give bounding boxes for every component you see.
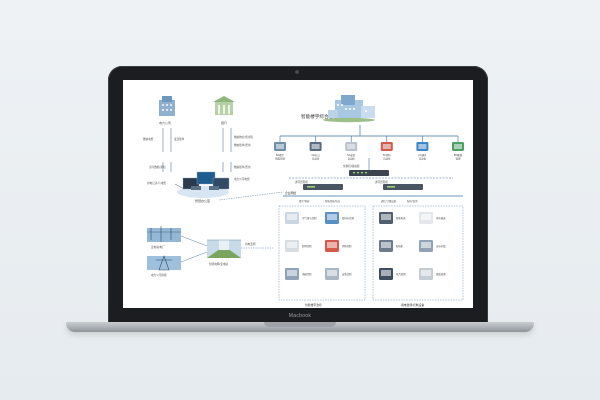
left-panel-item-5-label: 电梯控制 xyxy=(302,272,312,276)
system-3-label-1: SA安防 xyxy=(347,153,356,157)
edge-label-ul: 缴纳电费 xyxy=(143,137,154,141)
right-panel-item-3-label: 配电柜 xyxy=(396,244,404,248)
sub-right-b: 配电/监测 xyxy=(407,199,418,203)
system-diagram: 智能楼宇综合管理系统 电力公司 xyxy=(143,95,464,307)
system-4-label-2: 自动化 xyxy=(383,156,391,160)
system-1-label-2: 智能控制 xyxy=(275,156,285,160)
laptop-notch xyxy=(264,322,336,327)
left-device-panel xyxy=(278,205,366,301)
edge-label-ur: 发送账单 xyxy=(174,137,185,141)
conn-label: 用电监测 xyxy=(245,242,256,246)
bus-label: 企业网络 xyxy=(285,191,296,195)
right-panel-item-5-icon xyxy=(379,268,393,280)
system-6-label-1: EM能源 xyxy=(454,153,463,157)
power-company-icon xyxy=(159,96,175,116)
system-3-icon xyxy=(345,142,358,151)
right-panel-caption: 用电监测/控制设备 xyxy=(401,303,425,307)
office-network-link xyxy=(218,191,284,201)
substation-corridor-icon xyxy=(207,239,241,258)
right-panel-item-6-icon xyxy=(419,268,433,280)
right-panel-item-3-icon xyxy=(379,240,393,252)
system-1-icon xyxy=(274,142,286,151)
left-panel-item-3-label: 照明控制 xyxy=(302,244,312,248)
switch-label: 交换机/路由器 xyxy=(343,164,360,168)
office-label: 智慧办公室 xyxy=(195,198,210,203)
meter-label: 电力公司终端 xyxy=(151,273,167,277)
left-panel-item-4-icon xyxy=(325,240,339,252)
laptop-lid: 智能楼宇综合管理系统 电力公司 xyxy=(108,66,488,324)
gateway-right-icon xyxy=(383,184,423,190)
gateway-right-label: 通讯管理机 xyxy=(375,180,388,184)
edge-label-mid-r: 缴纳账单/费用 xyxy=(234,165,251,169)
left-panel-item-3-icon xyxy=(285,240,299,252)
camera-dot xyxy=(295,70,299,74)
power-company-label: 电力公司 xyxy=(159,120,171,125)
gateway-left-icon xyxy=(303,184,343,190)
left-panel-item-2-icon xyxy=(325,212,339,224)
diagram-title: 智能楼宇综合管理系统 xyxy=(301,113,347,120)
right-device-panel xyxy=(372,205,464,301)
brand-label: Macbook xyxy=(288,313,312,319)
system-5-icon xyxy=(416,142,429,151)
system-6-icon xyxy=(452,142,464,151)
system-6-label-2: 管理 xyxy=(456,156,461,160)
system-2-icon xyxy=(309,142,322,151)
laptop-base xyxy=(66,322,534,332)
left-panel-item-6-icon xyxy=(325,268,339,280)
right-panel-item-4-icon xyxy=(419,240,433,252)
system-4-icon xyxy=(380,142,393,151)
station-label: 变电站/电厂 xyxy=(151,245,165,249)
system-5-label-1: CA通讯 xyxy=(418,153,427,157)
edge-label-rl: 缴纳物业/费用等 xyxy=(234,135,253,139)
left-panel-item-4-label: 消防控制 xyxy=(342,244,352,248)
monitor-cluster-icon xyxy=(177,171,230,198)
power-station-icon xyxy=(147,226,181,242)
left-panel-item-6-label: 安防控制 xyxy=(342,272,352,276)
sub-right-a: 通信/计量设备 xyxy=(381,199,397,203)
substation-label: 智能电网/变电站 xyxy=(209,262,228,266)
right-panel-item-1-icon xyxy=(379,212,393,224)
left-panel-caption: 智能楼宇监控 xyxy=(305,303,322,307)
sub-left-a: 楼宇/智能 xyxy=(299,199,310,203)
gateway-left-label: 通讯管理机 xyxy=(295,180,308,184)
system-2-label-2: 自动化 xyxy=(312,156,320,160)
edge-label-rr: 缴纳账单/费用 xyxy=(234,143,251,147)
system-2-label-1: OA办公 xyxy=(311,153,320,157)
bank-label: 银行 xyxy=(221,120,227,125)
pylon-icon xyxy=(147,255,181,271)
sub-left-b: 智能终端/协议 xyxy=(325,199,341,203)
laptop-screen: 智能楼宇综合管理系统 电力公司 xyxy=(123,80,473,308)
right-panel-item-4-label: 无功补偿 xyxy=(436,244,446,248)
right-panel-item-2-label: 多功能表 xyxy=(436,216,446,220)
edge-label-mid-l: 实时数据/通知 xyxy=(149,165,166,169)
headquarters-building-icon xyxy=(323,95,375,123)
system-1-label-1: BA楼宇 xyxy=(276,153,285,157)
bank-icon xyxy=(213,96,235,115)
right-panel-item-5-label: 电力监测 xyxy=(396,272,406,276)
system-4-label-1: FA消防 xyxy=(383,153,391,157)
edge-label-office-ll: 用电记录/与电费 xyxy=(147,181,166,185)
right-panel-item-2-icon xyxy=(419,212,433,224)
right-panel-item-6-label: 谐波治理 xyxy=(436,272,446,276)
left-panel-item-5-icon xyxy=(285,268,299,280)
system-3-label-2: 自动化 xyxy=(348,156,356,160)
system-5-label-2: 自动化 xyxy=(419,156,427,160)
switch-icon xyxy=(349,170,389,176)
left-panel-item-2-label: 给排水控制 xyxy=(342,216,355,220)
bottom-left-links xyxy=(180,235,273,263)
left-panel-item-1-label: 空气调节控制 xyxy=(302,216,317,220)
edge-label-office-lr: 电力公司电费 xyxy=(234,177,250,181)
right-panel-item-1-label: 智能电表 xyxy=(396,216,406,220)
left-panel-item-1-icon xyxy=(285,212,299,224)
